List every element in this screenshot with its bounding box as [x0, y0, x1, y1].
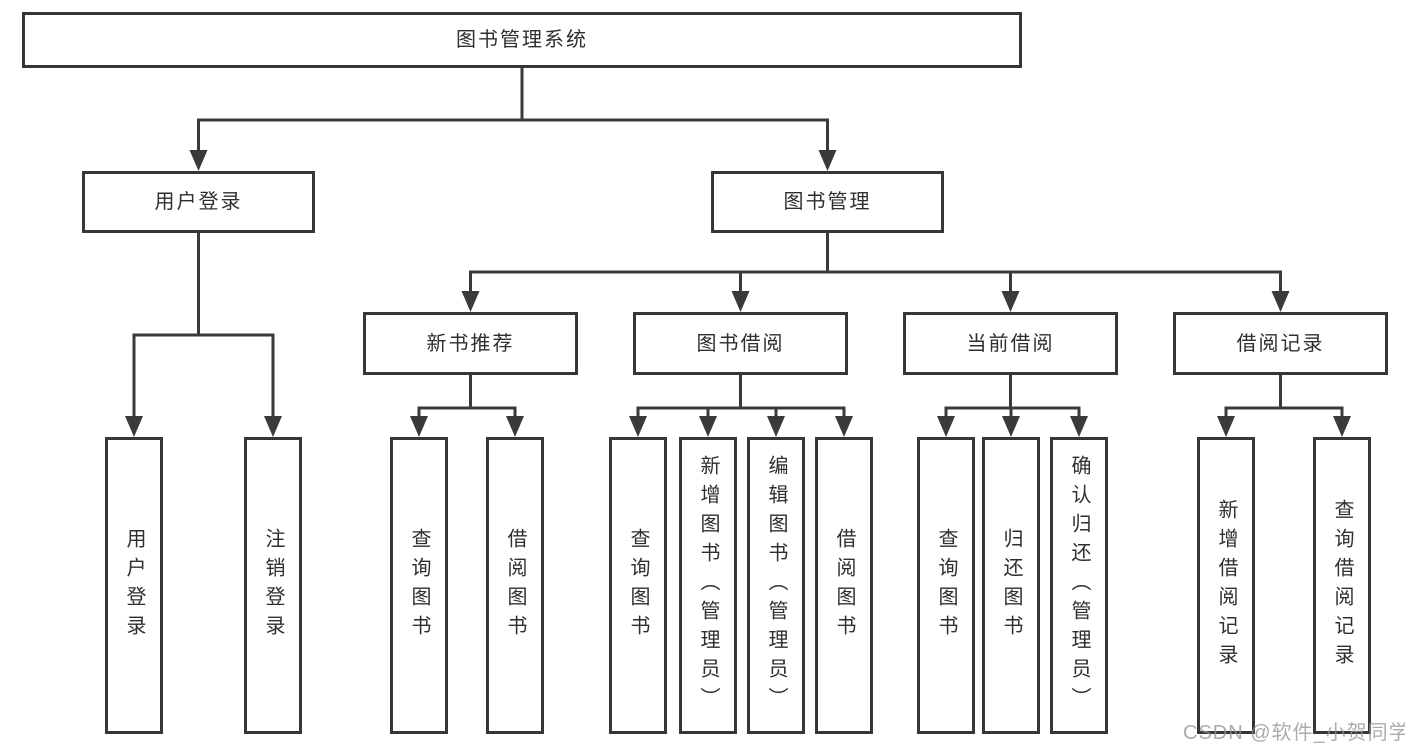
arrowheads: [125, 150, 1351, 437]
node-book-management-label: 图书管理: [783, 191, 872, 213]
node-new-book-recommend: 新书推荐: [363, 312, 578, 375]
node-user-login-label: 用户登录: [154, 191, 243, 213]
leaf-query-books-1: 查询图书: [390, 437, 448, 734]
leaf-user-login: 用户登录: [105, 437, 163, 734]
leaf-borrow-books-1: 借阅图书: [486, 437, 544, 734]
node-user-login: 用户登录: [82, 171, 315, 233]
leaf-query-borrow-record-label: 查询借阅记录: [1331, 498, 1353, 673]
leaf-query-books-1-label: 查询图书: [408, 527, 430, 644]
node-current-borrowing-label: 当前借阅: [966, 332, 1055, 355]
leaf-confirm-return-admin: 确认归还（管理员）: [1050, 437, 1108, 734]
node-book-borrowing: 图书借阅: [633, 312, 848, 375]
leaf-return-books-label: 归还图书: [1000, 527, 1022, 644]
leaf-add-books-admin-label: 新增图书（管理员）: [697, 455, 719, 716]
leaf-add-borrow-record-label: 新增借阅记录: [1215, 498, 1237, 673]
leaf-return-books: 归还图书: [982, 437, 1040, 734]
node-current-borrowing: 当前借阅: [903, 312, 1118, 375]
leaf-logout: 注销登录: [244, 437, 302, 734]
node-root: 图书管理系统: [22, 12, 1022, 68]
node-book-borrowing-label: 图书借阅: [696, 332, 785, 355]
node-borrowing-records-label: 借阅记录: [1236, 332, 1325, 355]
leaf-borrow-books-1-label: 借阅图书: [504, 527, 526, 644]
leaf-query-books-3: 查询图书: [917, 437, 975, 734]
leaf-edit-books-admin-label: 编辑图书（管理员）: [765, 455, 787, 716]
leaf-borrow-books-2-label: 借阅图书: [833, 527, 855, 644]
node-borrowing-records: 借阅记录: [1173, 312, 1388, 375]
leaf-borrow-books-2: 借阅图书: [815, 437, 873, 734]
node-book-management: 图书管理: [711, 171, 944, 233]
leaf-query-borrow-record: 查询借阅记录: [1313, 437, 1371, 734]
leaf-logout-label: 注销登录: [262, 527, 284, 644]
node-new-book-recommend-label: 新书推荐: [426, 332, 515, 355]
leaf-add-books-admin: 新增图书（管理员）: [679, 437, 737, 734]
leaf-confirm-return-admin-label: 确认归还（管理员）: [1068, 455, 1090, 716]
leaf-add-borrow-record: 新增借阅记录: [1197, 437, 1255, 734]
leaf-edit-books-admin: 编辑图书（管理员）: [747, 437, 805, 734]
leaf-query-books-3-label: 查询图书: [935, 527, 957, 644]
node-root-label: 图书管理系统: [456, 29, 588, 51]
csdn-watermark: CSDN @软件_小贺同学: [1183, 722, 1405, 744]
leaf-query-books-2-label: 查询图书: [627, 527, 649, 644]
leaf-query-books-2: 查询图书: [609, 437, 667, 734]
leaf-user-login-label: 用户登录: [123, 527, 145, 644]
